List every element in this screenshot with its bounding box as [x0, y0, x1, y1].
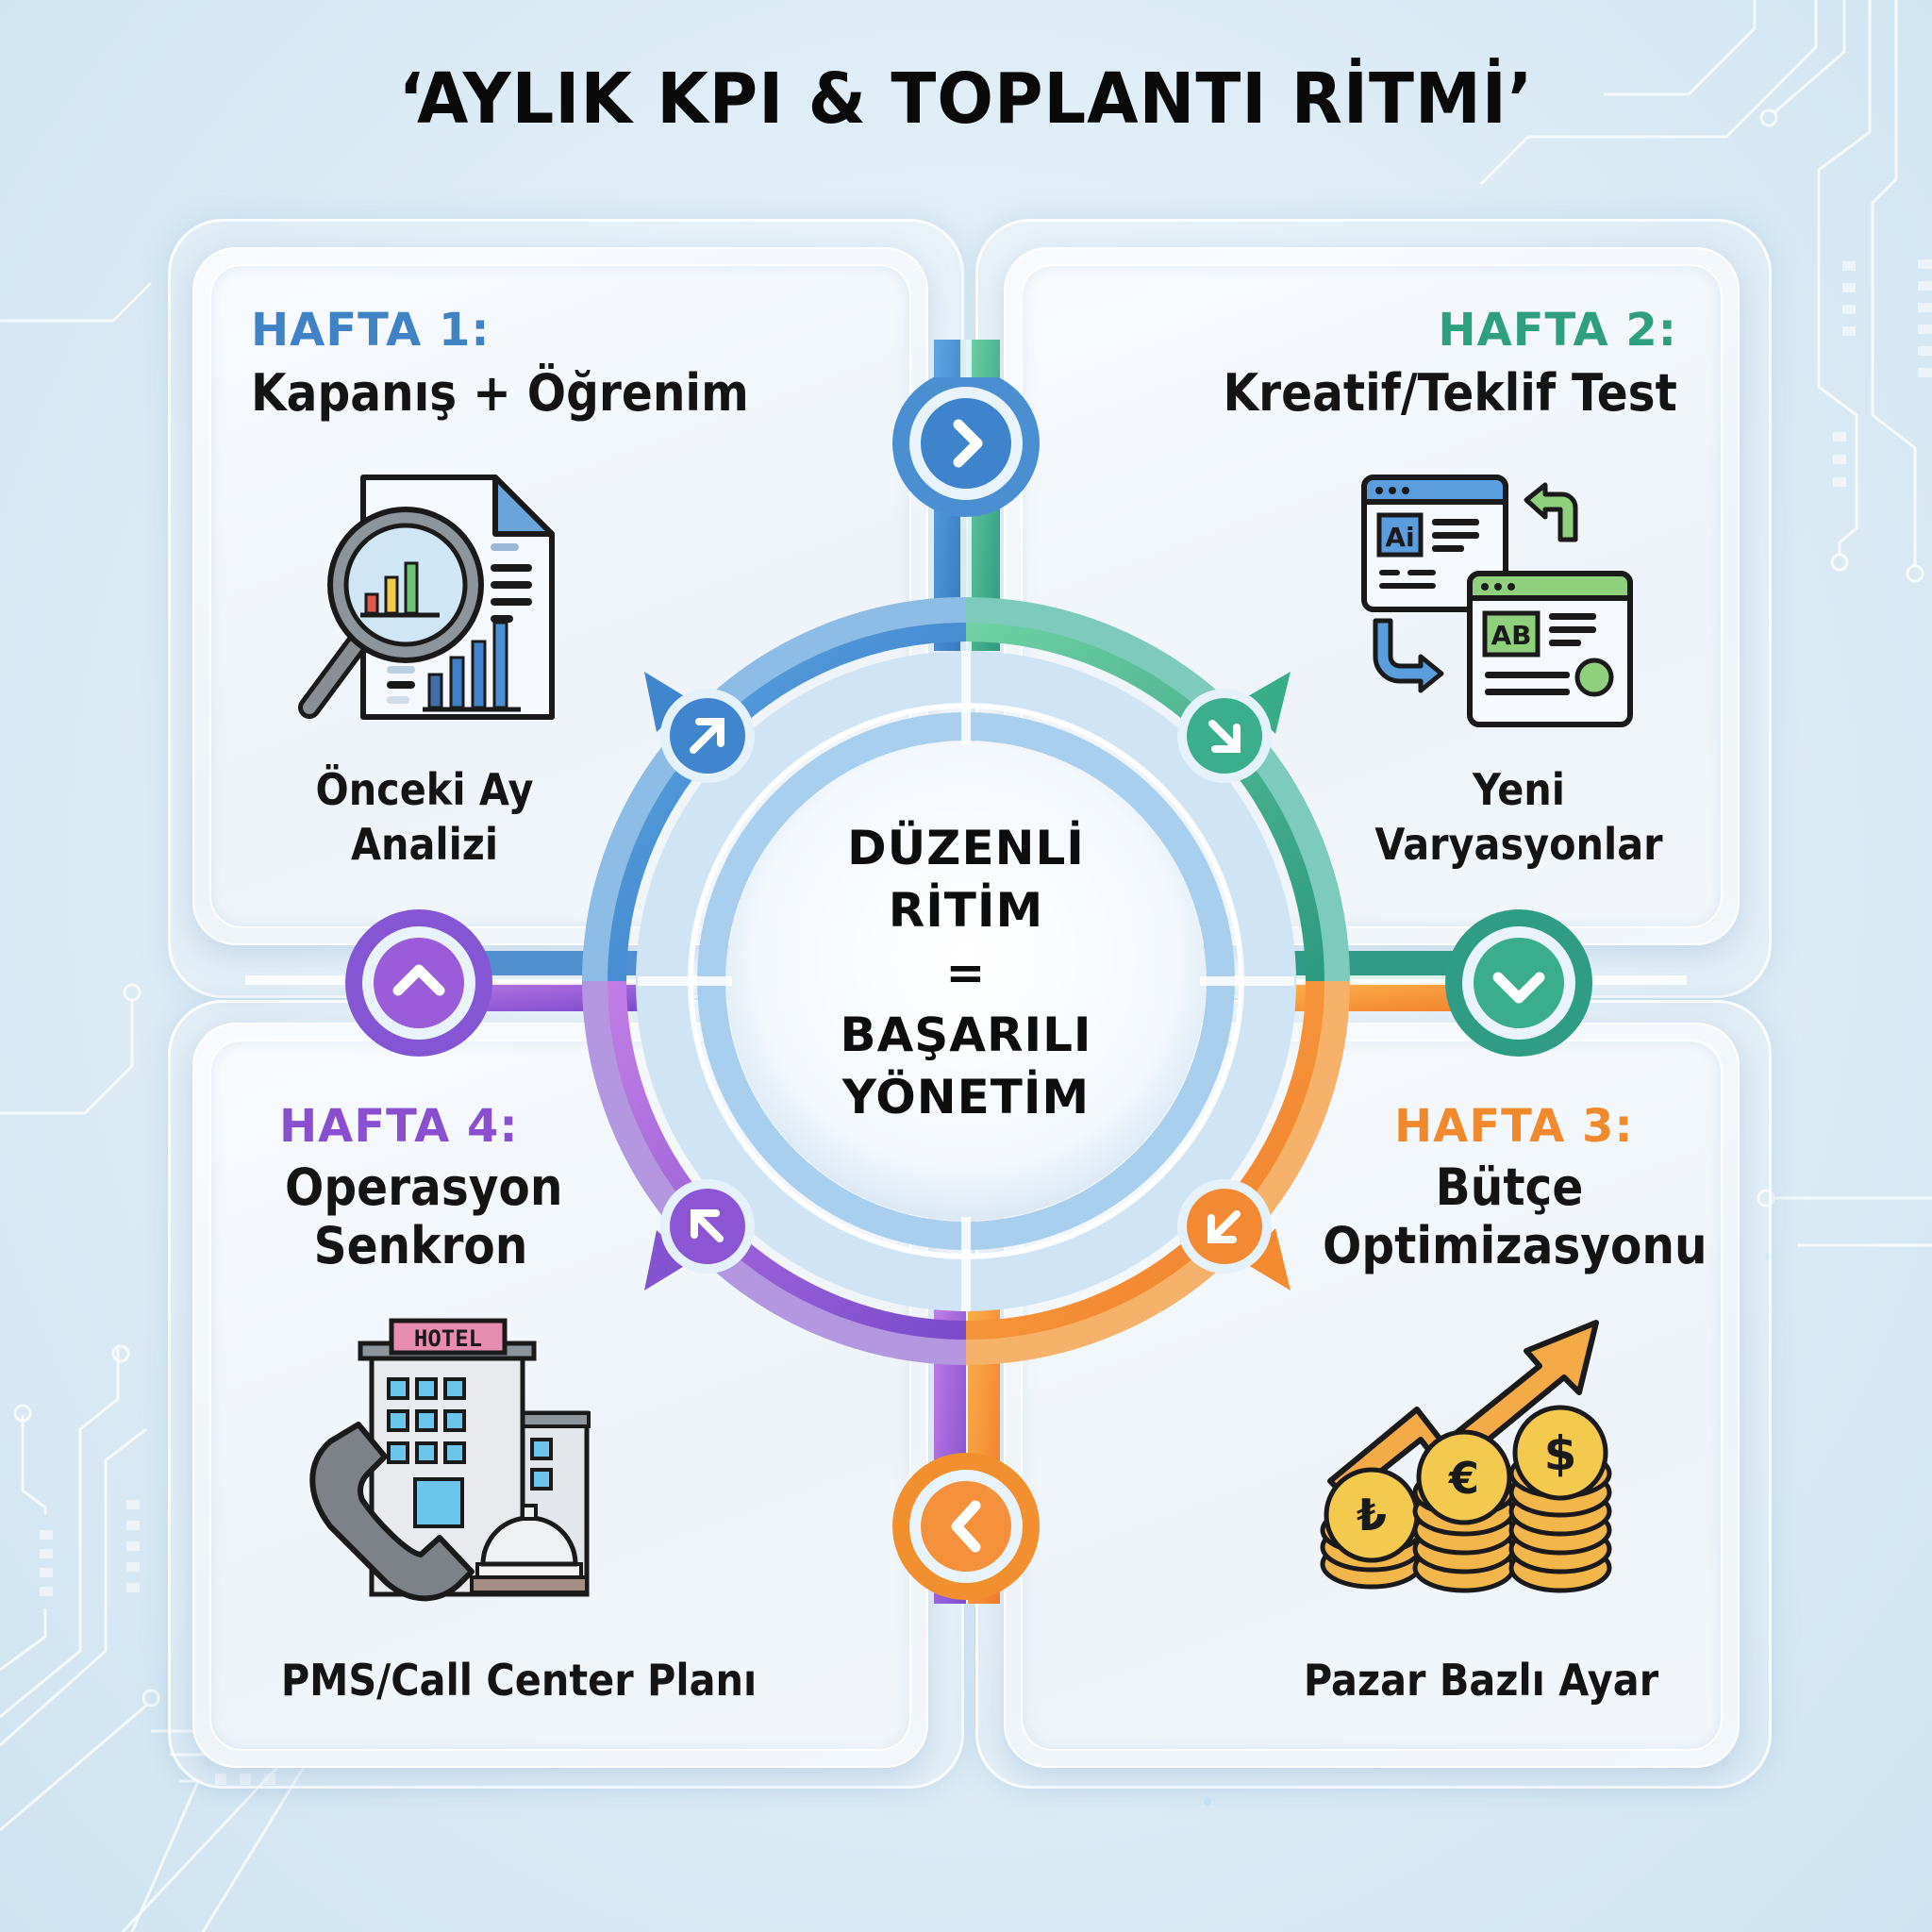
- week1-title: Kapanış + Öğrenim: [251, 363, 749, 423]
- coin-symbol-dollar: $: [1544, 1426, 1577, 1481]
- week2-caption: Yeni Varyasyonlar: [1374, 762, 1663, 872]
- week4-title-line2: Senkron: [313, 1216, 528, 1275]
- center-line-1: DÜZENLİ: [847, 821, 1085, 875]
- center-line-5: YÖNETİM: [841, 1070, 1091, 1124]
- week4-title: Operasyon Senkron: [285, 1158, 563, 1275]
- week4-caption: PMS/Call Center Planı: [256, 1653, 782, 1707]
- week1-label: HAFTA 1:: [251, 304, 491, 357]
- center-line-3: =: [945, 945, 987, 1000]
- arrow-up-right-icon: [690, 718, 724, 754]
- week4-title-line1: Operasyon: [285, 1158, 563, 1217]
- week1-caption-line2: Analizi: [350, 819, 499, 870]
- hotel-phone-bell-icon: HOTEL: [309, 1318, 591, 1602]
- connector-node-week1[interactable]: [881, 377, 1051, 547]
- ab-test-windows-icon: Aⅰ AB: [1361, 475, 1633, 727]
- week2-caption-line1: Yeni: [1473, 764, 1565, 815]
- week1-caption: Önceki Ay Analizi: [289, 762, 560, 872]
- week2-title: Kreatif/Teklif Test: [1223, 363, 1677, 423]
- chevron-right-icon: [953, 419, 983, 468]
- hotel-sign-text: HOTEL: [414, 1325, 482, 1352]
- document-magnifier-chart-icon: [298, 475, 555, 720]
- page-title: ‘AYLIK KPI & TOPLANTI RİTMİ’: [398, 58, 1534, 140]
- week3-title-line2: Optimizasyonu: [1323, 1216, 1707, 1275]
- connector-node-week2[interactable]: [1434, 908, 1604, 1058]
- coins-growth-arrow-icon: ₺ € $: [1320, 1320, 1612, 1593]
- coin-symbol-lira: ₺: [1357, 1490, 1387, 1541]
- center-line-4: BAŞARILI: [840, 1008, 1092, 1062]
- week1-caption-line1: Önceki Ay: [315, 764, 534, 815]
- ab-icon-label-a: Aⅰ: [1385, 522, 1414, 553]
- ring-node-week1[interactable]: [658, 686, 758, 786]
- chevron-down-icon: [1492, 972, 1545, 1004]
- coin-symbol-euro: €: [1448, 1453, 1479, 1504]
- week2-caption-line2: Varyasyonlar: [1374, 819, 1663, 870]
- week3-title: Bütçe Optimizasyonu: [1323, 1158, 1707, 1275]
- ring-node-week4[interactable]: [658, 1176, 758, 1276]
- week3-caption-line1: Pazar Bazlı Ayar: [1303, 1655, 1659, 1706]
- chevron-up-icon: [392, 964, 445, 996]
- week3-caption: Pazar Bazlı Ayar: [1277, 1653, 1685, 1707]
- week3-label: HAFTA 3:: [1394, 1100, 1634, 1153]
- ring-node-week3[interactable]: [1174, 1176, 1274, 1276]
- week4-caption-line1: PMS/Call Center Planı: [280, 1655, 758, 1706]
- week3-title-line1: Bütçe: [1435, 1158, 1584, 1217]
- connector-node-week3[interactable]: [881, 1434, 1051, 1604]
- center-line-2: RİTİM: [888, 883, 1044, 938]
- week2-label: HAFTA 2:: [1438, 304, 1677, 357]
- center-message: DÜZENLİ RİTİM = BAŞARILI YÖNETİM: [777, 817, 1155, 1128]
- chevron-left-icon: [951, 1500, 981, 1553]
- week4-label: HAFTA 4:: [279, 1100, 519, 1153]
- arrow-down-left-icon: [1208, 1210, 1241, 1243]
- ring-node-week2[interactable]: [1174, 686, 1274, 786]
- ab-icon-label-ab: AB: [1491, 620, 1531, 651]
- arrow-up-left-icon: [691, 1209, 724, 1242]
- connector-node-week4[interactable]: [334, 908, 504, 1058]
- arrow-down-right-icon: [1208, 720, 1241, 753]
